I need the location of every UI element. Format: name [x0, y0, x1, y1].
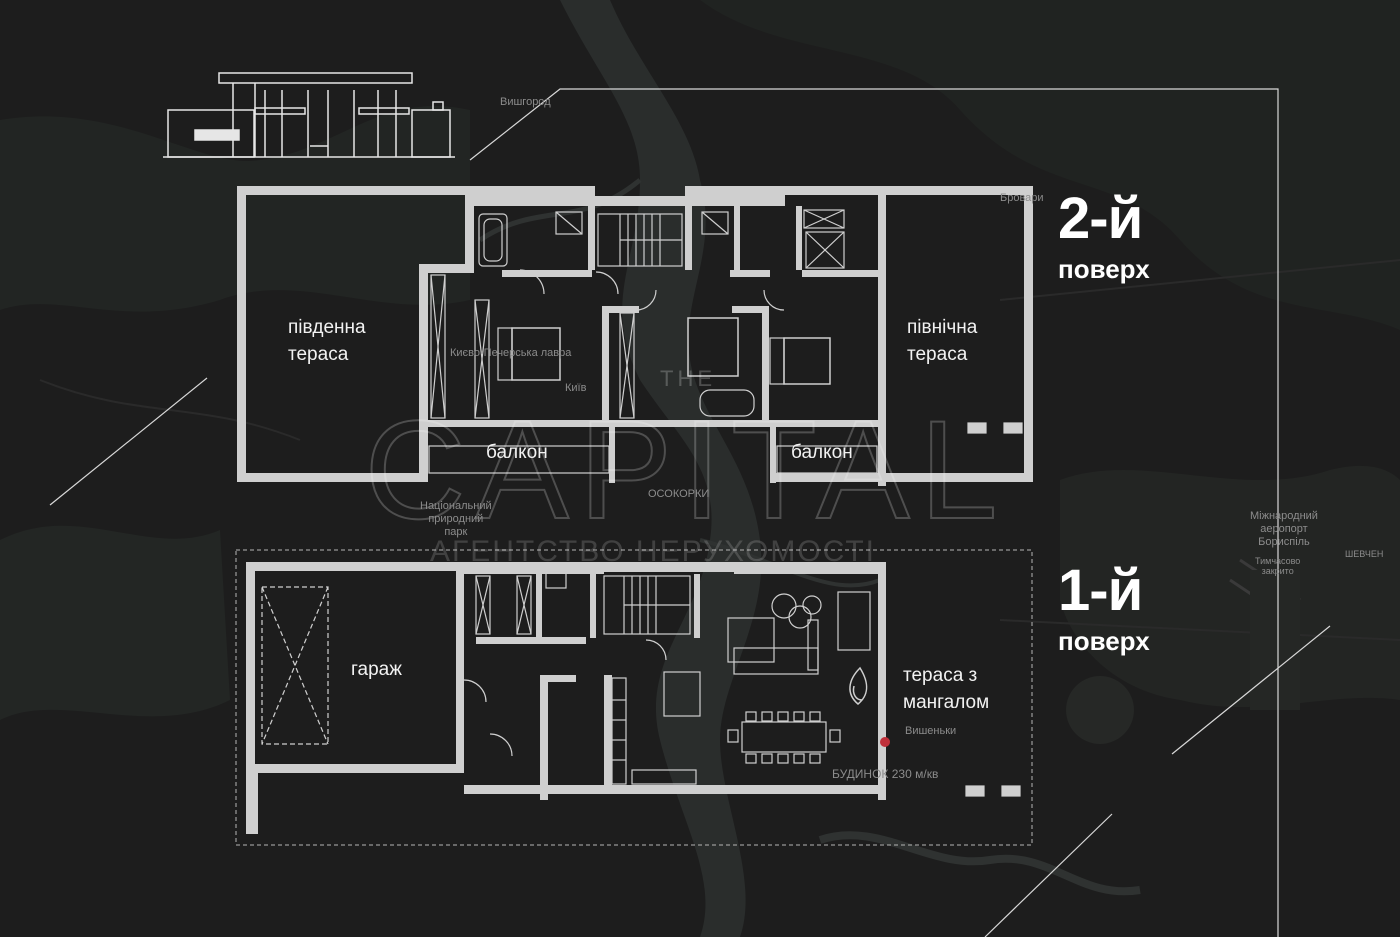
map-label-airport: Міжнародний аеропорт Бориспіль: [1250, 510, 1318, 548]
watermark-subtitle: АГЕНТСТВО НЕРУХОМОСТІ: [430, 535, 877, 568]
decorative-frame: [49, 88, 1331, 937]
room-label-balcony-left: балкон: [486, 442, 548, 463]
map-label-vyshenky: Вишеньки: [905, 725, 957, 737]
map-label-brovary: Бровари: [1000, 192, 1044, 204]
map-label-house: БУДИНОК 230 м/кв: [832, 767, 939, 781]
floor-2-number: 2-й: [1058, 186, 1143, 251]
location-pin-icon: [880, 737, 890, 747]
watermark-top: THE: [660, 366, 716, 391]
map-label-kyiv: Київ: [565, 382, 587, 394]
floor-2-word: поверх: [1058, 254, 1150, 284]
room-label-bbq-terrace: тераса з мангалом: [903, 665, 990, 713]
map-label-park: Національний природний парк: [420, 500, 492, 538]
room-label-south-terrace: південна тераса: [288, 317, 366, 365]
floor-plan-1: [235, 549, 1033, 846]
floor-2-walls: [237, 186, 1033, 486]
map-label-lavra: Києво-Печерська лавра: [450, 347, 572, 359]
room-label-north-terrace: північна тераса: [907, 317, 978, 365]
floor-1-word: поверх: [1058, 626, 1150, 656]
map-label-shevchenko: ШЕВЧЕН: [1345, 549, 1384, 559]
floor-1-number: 1-й: [1058, 558, 1143, 623]
floor-1-walls: [246, 562, 886, 834]
house-elevation-icon: [163, 72, 455, 158]
map-label-vyshhorod: Вишгород: [500, 96, 551, 108]
floor-plan-2: [237, 186, 1033, 486]
map-label-osokorky: ОСОКОРКИ: [648, 488, 710, 500]
map-label-airport-status: Тимчасово закрито: [1255, 556, 1301, 576]
watermark-wordmark: CAPITAL: [364, 391, 1007, 548]
room-label-garage: гараж: [351, 659, 402, 680]
room-label-balcony-right: балкон: [791, 442, 853, 463]
